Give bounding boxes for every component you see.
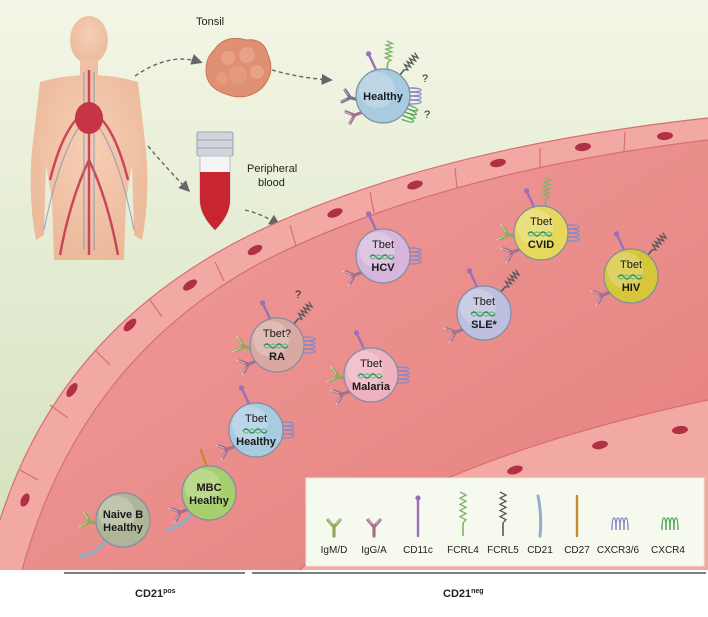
legend-item-fcrl5: FCRL5 [487, 491, 519, 556]
legend-box [305, 477, 705, 567]
arrow-to-tonsil-cell [271, 69, 333, 86]
naive-name: Naive B [103, 509, 143, 521]
naive-subname: Healthy [103, 522, 144, 534]
legend-label-cd27: CD27 [564, 545, 590, 556]
cvid-name: CVID [528, 239, 554, 251]
legend-item-cd11c: CD11c [403, 495, 433, 556]
cd11c-icon [415, 495, 421, 538]
cd21-pos-label: CD21pos [135, 588, 176, 600]
legend-item-fcrl4: FCRL4 [447, 491, 479, 556]
arrow-to-tonsil [134, 54, 203, 77]
malaria-tbet: Tbet [360, 358, 382, 370]
footer-background [0, 570, 708, 612]
legend-label-igg-a: IgG/A [361, 545, 387, 556]
cd21-icon [536, 494, 543, 538]
ra-cell: Tbet? RA [232, 300, 316, 376]
ra-name: RA [269, 351, 285, 363]
fcrl5-icon [498, 491, 508, 536]
legend-item-igm-d: IgM/D [321, 516, 348, 556]
legend-label-fcrl5: FCRL5 [487, 545, 519, 556]
legend-item-cxcr3-6: CXCR3/6 [597, 517, 640, 556]
legend: IgM/D IgG/A CD11c FCRL4 FCRL5 CD21 CD27 CXCR3/6… [305, 477, 705, 567]
peripheral-blood-label-line1: Peripheral [247, 163, 297, 175]
mbc-name: MBC [196, 482, 221, 494]
hiv-tbet: Tbet [620, 259, 642, 271]
hiv-name: HIV [622, 282, 641, 294]
blood-healthy-name: Healthy [236, 436, 277, 448]
ra-tbet: Tbet? [263, 328, 291, 340]
igm-d-icon [325, 516, 343, 538]
legend-label-cd11c: CD11c [403, 545, 433, 556]
legend-label-igm-d: IgM/D [321, 545, 348, 556]
cvid-tbet: Tbet [530, 216, 552, 228]
legend-item-cd21: CD21 [527, 494, 553, 556]
cd21-axis: CD21pos CD21neg [64, 572, 706, 600]
igg-a-icon [365, 516, 383, 538]
tonsil-illustration [205, 37, 272, 98]
hcv-tbet: Tbet [372, 239, 394, 251]
question-mark-ra: ? [295, 289, 301, 301]
legend-label-cxcr3-6: CXCR3/6 [597, 545, 640, 556]
question-mark-cxcr4: ? [424, 109, 430, 121]
sle-tbet: Tbet [473, 296, 495, 308]
legend-item-cd27: CD27 [564, 494, 590, 556]
tonsil-healthy-name: Healthy [363, 91, 404, 103]
cxcr3-6-icon [611, 517, 629, 531]
legend-item-cxcr4: CXCR4 [651, 517, 685, 556]
hcv-name: HCV [371, 262, 395, 274]
fcrl4-icon [458, 491, 468, 536]
arrow-to-tube [147, 145, 190, 192]
question-mark-fcrl5: ? [422, 73, 428, 85]
arrow-to-vessel [244, 209, 281, 226]
tonsil-healthy-cell: Healthy [338, 40, 422, 127]
legend-label-fcrl4: FCRL4 [447, 545, 479, 556]
legend-item-igg-a: IgG/A [361, 516, 387, 556]
human-body-illustration [30, 16, 148, 260]
legend-label-cxcr4: CXCR4 [651, 545, 685, 556]
malaria-name: Malaria [352, 381, 391, 393]
tonsil-label: Tonsil [196, 16, 224, 28]
cxcr4-icon [661, 517, 679, 531]
blood-tube-illustration [196, 131, 234, 231]
sle-name: SLE* [471, 319, 497, 331]
legend-label-cd21: CD21 [527, 545, 553, 556]
mbc-subname: Healthy [189, 495, 230, 507]
peripheral-blood-label-line2: blood [258, 177, 285, 189]
cells-layer: HealthyTbet?RATbetHCVTbetMalariaTbetSLE*… [78, 40, 668, 558]
blood-healthy-tbet: Tbet [245, 413, 267, 425]
cd21-neg-label: CD21neg [443, 588, 484, 600]
